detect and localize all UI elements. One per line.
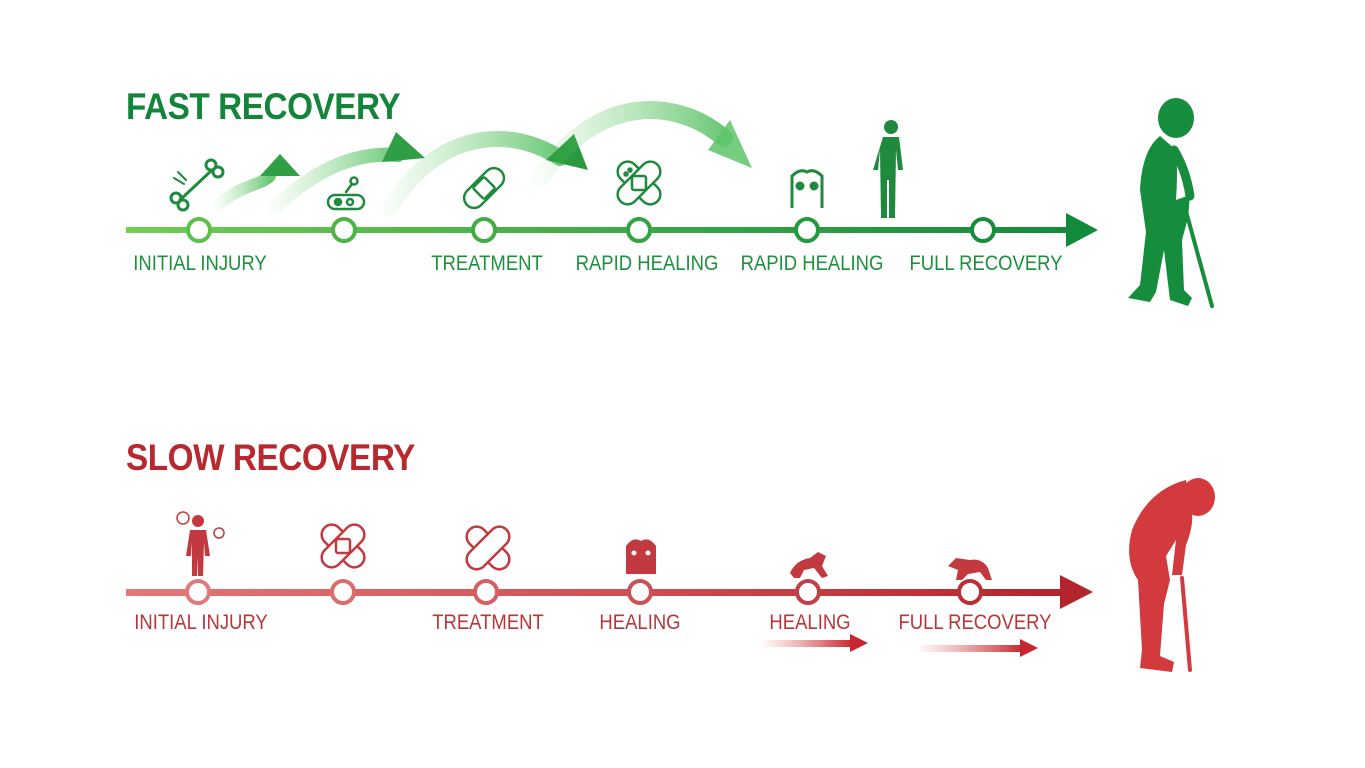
slow-stage-label-3: TREATMENT bbox=[432, 611, 544, 634]
crawling-animal-icon bbox=[948, 558, 992, 580]
fast-progress-arrows bbox=[212, 101, 752, 216]
crossed-bandages-icon bbox=[320, 523, 366, 569]
fast-node-1 bbox=[186, 217, 212, 243]
fast-stage-label-5: RAPID HEALING bbox=[740, 252, 884, 275]
slow-progress-arrows bbox=[760, 634, 1038, 657]
person-with-cane-icon bbox=[1128, 98, 1214, 308]
slow-timeline-line bbox=[126, 589, 1061, 596]
broken-bone-icon bbox=[169, 158, 225, 212]
crossed-bandages-icon bbox=[465, 525, 511, 571]
standing-person-icon bbox=[873, 120, 903, 218]
slow-stage-label-6: FULL RECOVERY bbox=[898, 611, 1052, 634]
torso-icon bbox=[790, 169, 824, 208]
fast-timeline-arrowhead bbox=[1066, 213, 1098, 247]
crawling-animal-icon bbox=[790, 552, 828, 578]
fast-node-2 bbox=[331, 217, 357, 243]
fast-stage-label-1: INITIAL INJURY bbox=[133, 252, 267, 275]
slow-node-4 bbox=[627, 579, 653, 605]
slow-node-5 bbox=[795, 579, 821, 605]
stooped-person-with-cane-icon bbox=[1129, 478, 1215, 672]
fast-timeline-line bbox=[126, 227, 1071, 233]
crossed-bandages-icon bbox=[616, 160, 662, 206]
fast-stage-nodes bbox=[186, 217, 996, 243]
slow-timeline-arrowhead bbox=[1060, 575, 1093, 609]
fast-node-6 bbox=[970, 217, 996, 243]
slow-stage-label-1: INITIAL INJURY bbox=[134, 611, 268, 634]
fast-stage-label-6: FULL RECOVERY bbox=[909, 252, 1063, 275]
confused-person-icon bbox=[176, 511, 225, 576]
slow-stage-label-4: HEALING bbox=[599, 611, 681, 634]
bandage-icon bbox=[462, 166, 506, 210]
slow-timeline bbox=[126, 478, 1215, 672]
slow-node-6 bbox=[957, 579, 983, 605]
slow-node-3 bbox=[473, 579, 499, 605]
slow-stage-nodes bbox=[185, 579, 983, 605]
slow-node-1 bbox=[185, 579, 211, 605]
fast-node-5 bbox=[794, 217, 820, 243]
fast-recovery-title: FAST RECOVERY bbox=[126, 86, 401, 127]
fast-node-4 bbox=[626, 217, 652, 243]
slow-stage-label-5: HEALING bbox=[769, 611, 851, 634]
fast-stage-label-3: TREATMENT bbox=[431, 252, 543, 275]
slow-node-2 bbox=[330, 579, 356, 605]
fast-node-3 bbox=[471, 217, 497, 243]
fast-stage-label-4: RAPID HEALING bbox=[575, 252, 719, 275]
bone-bandage-icon bbox=[326, 176, 366, 211]
slow-recovery-title: SLOW RECOVERY bbox=[126, 437, 415, 478]
fast-timeline bbox=[126, 98, 1214, 308]
torso-icon bbox=[626, 539, 656, 574]
